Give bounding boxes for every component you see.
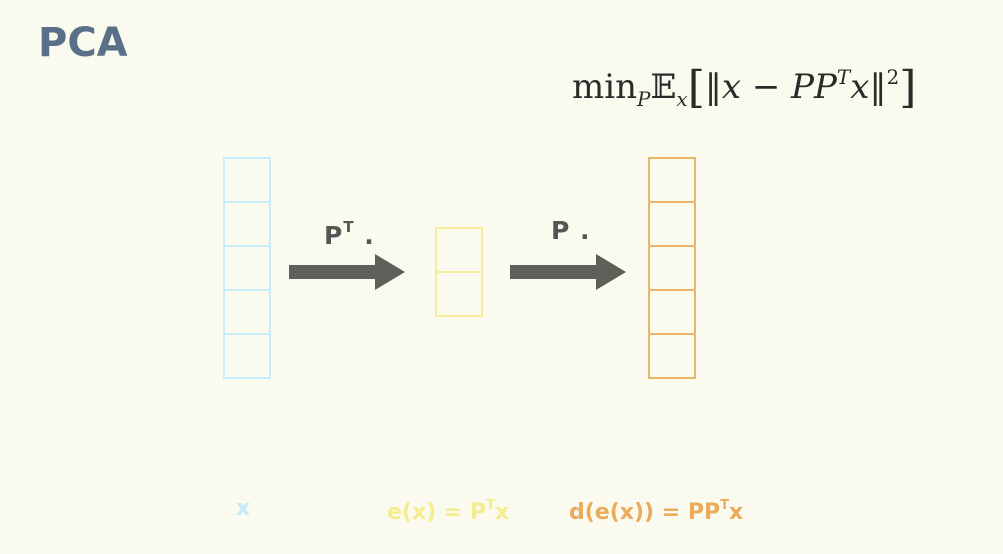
page-title: PCA: [38, 20, 128, 66]
input-vector-cell: [223, 245, 271, 291]
encode-operator: PT .: [324, 218, 375, 250]
formula-t-sup: T: [836, 65, 851, 89]
decoder-label-pre: d(e(x)) = PP: [569, 500, 721, 525]
output-vector-cell: [648, 245, 696, 291]
formula-expectation-sub: x: [676, 87, 688, 111]
input-vector: [223, 157, 271, 379]
input-vector-cell: [223, 157, 271, 203]
formula-pp: PP: [791, 67, 837, 107]
encode-operator-base: P: [324, 221, 344, 250]
formula-norm-open: ‖: [704, 67, 722, 107]
encoder-label-post: x: [494, 500, 510, 525]
input-vector-cell: [223, 201, 271, 247]
input-label: x: [236, 496, 251, 521]
decode-operator: P .: [551, 216, 591, 245]
output-vector-cell: [648, 201, 696, 247]
input-vector-cell: [223, 289, 271, 335]
encode-arrow-icon: [289, 254, 405, 290]
code-vector-cell: [435, 227, 483, 273]
output-vector-cell: [648, 157, 696, 203]
encoder-label: e(x) = PTx: [387, 498, 509, 525]
output-vector-cell: [648, 333, 696, 379]
encode-operator-sup: T: [343, 218, 355, 236]
encode-operator-dot: .: [354, 221, 375, 250]
formula-rbracket: ]: [899, 62, 917, 113]
output-vector: [648, 157, 696, 379]
encoder-label-pre: e(x) = P: [387, 500, 487, 525]
output-vector-cell: [648, 289, 696, 335]
formula-square: 2: [886, 65, 900, 89]
formula-expectation: 𝔼: [650, 67, 677, 107]
decode-arrow-icon: [510, 254, 626, 290]
decoder-label-post: x: [728, 500, 744, 525]
encoder-label-sup: T: [486, 498, 495, 513]
formula-x1: x: [721, 67, 742, 107]
formula-min-sub: P: [637, 87, 651, 111]
formula-min: min: [572, 67, 638, 107]
code-vector-cell: [435, 271, 483, 317]
formula-minus: −: [741, 67, 792, 107]
formula-x2: x: [850, 67, 870, 107]
code-vector: [435, 227, 483, 317]
input-vector-cell: [223, 333, 271, 379]
formula-norm-close: ‖: [869, 67, 887, 107]
objective-formula: minP𝔼x[‖x − PPTx‖2]: [572, 62, 916, 113]
decoder-label: d(e(x)) = PPTx: [569, 498, 743, 525]
decoder-label-sup: T: [720, 498, 729, 513]
formula-lbracket: [: [687, 62, 705, 113]
